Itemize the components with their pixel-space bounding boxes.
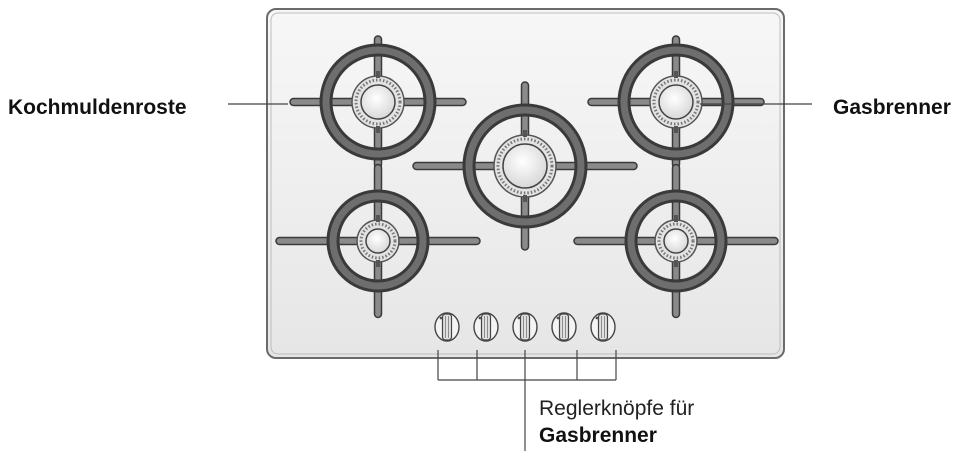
control-knob-icon[interactable] [473, 312, 499, 342]
control-knob-icon[interactable] [590, 312, 616, 342]
gas-burner-icon [587, 35, 765, 169]
control-knob-icon[interactable] [512, 312, 538, 342]
control-knob-icon[interactable] [434, 312, 460, 342]
knobs-callout-label-line2: Gasbrenner [539, 424, 657, 447]
gas-burner-icon [275, 163, 481, 319]
knobs-leader-lines [437, 350, 617, 451]
burner-callout-label: Gasbrenner [833, 96, 951, 119]
gas-burner-icon [289, 35, 467, 169]
grates-callout-label: Kochmuldenroste [8, 96, 187, 119]
gas-burner-icon [412, 81, 638, 251]
gas-burner-icon [573, 163, 779, 319]
control-knob-icon[interactable] [551, 312, 577, 342]
knobs-callout-label-line1: Reglerknöpfe für [539, 397, 695, 420]
